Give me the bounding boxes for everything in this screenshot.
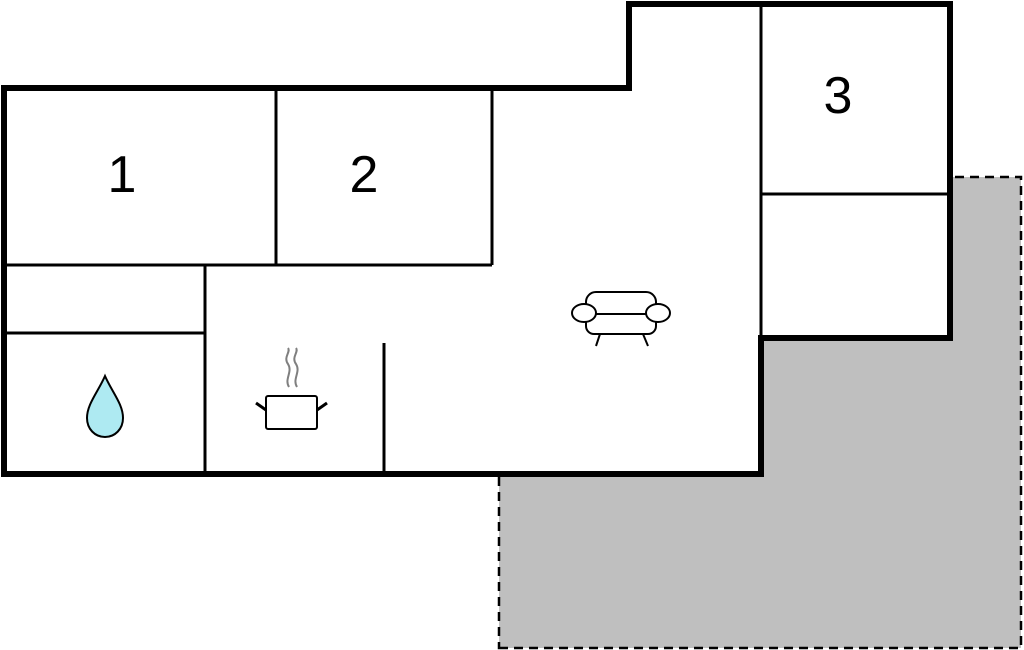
interior-walls xyxy=(4,4,950,474)
water-drop-icon xyxy=(85,373,125,439)
room-label-1: 1 xyxy=(108,146,137,204)
room-label-2: 2 xyxy=(350,146,379,204)
exterior-wall xyxy=(1,1,953,477)
sofa-icon xyxy=(571,291,671,347)
room-label-3: 3 xyxy=(824,67,853,125)
cooking-pot-icon xyxy=(255,347,328,430)
